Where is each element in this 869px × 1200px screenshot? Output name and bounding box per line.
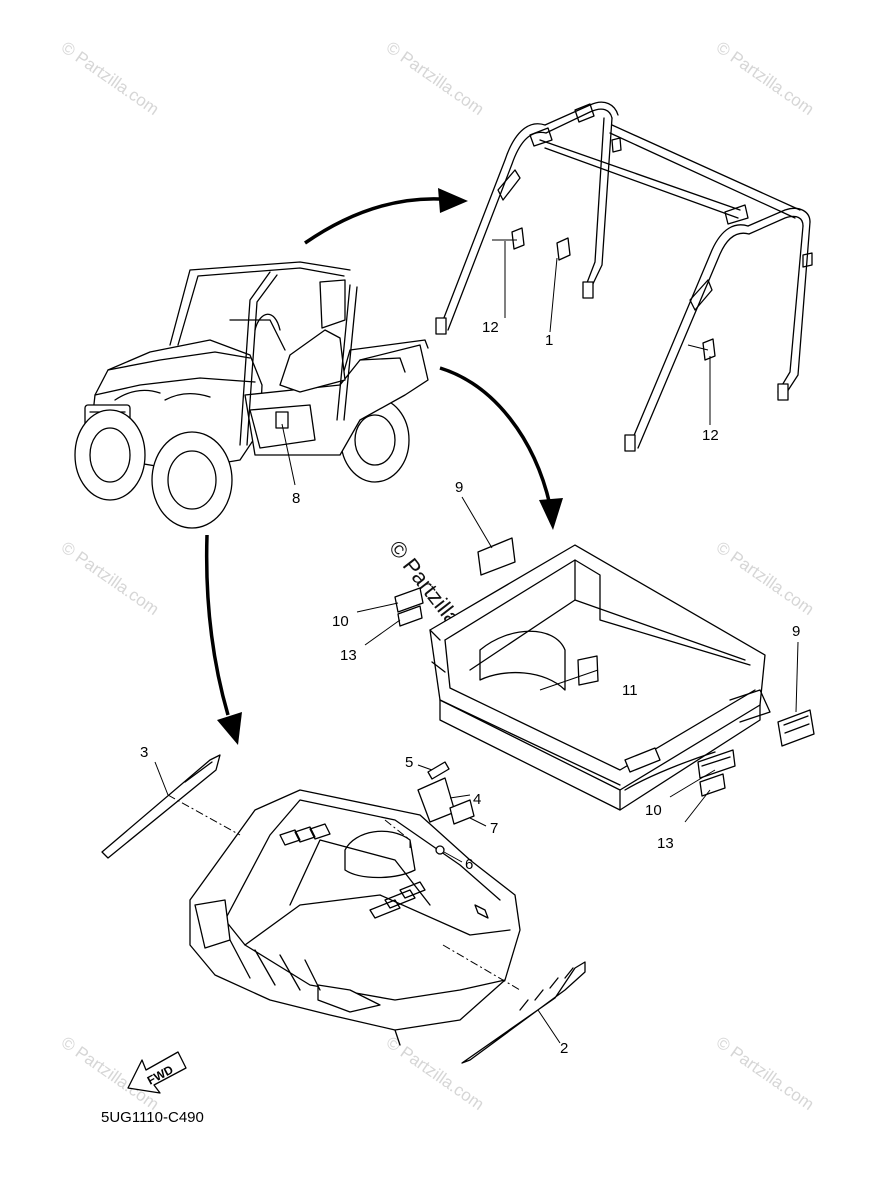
- label-8-sticker: [275, 411, 289, 429]
- label-13a-sticker: [397, 605, 423, 627]
- part-5-fastener: [427, 761, 450, 780]
- diagram-code: 5UG1110-C490: [101, 1109, 204, 1126]
- callout-4: 4: [473, 791, 481, 808]
- callout-2: 2: [560, 1040, 568, 1057]
- part-6-grommet: [435, 845, 445, 855]
- callout-9-bed-right: 9: [792, 623, 800, 640]
- callout-1: 1: [545, 332, 553, 349]
- label-2-stripe: [461, 961, 586, 1064]
- cargo-bed: [394, 537, 815, 811]
- leader-lines: [154, 239, 799, 1044]
- arrow-to-bed-head: [539, 498, 563, 530]
- callout-labels: 12 1 12 8 9 10 13 11 9 10 13 3 5 4 7 6 2: [140, 319, 800, 1057]
- callout-13-bed-left: 13: [340, 647, 357, 664]
- callout-13-bed-right: 13: [657, 835, 674, 852]
- arrow-to-hood: [204, 534, 230, 716]
- watermark-bottom-center: © Partzilla.com: [383, 1033, 488, 1114]
- arrow-to-rollcage: [304, 197, 456, 245]
- label-10a-sticker: [394, 587, 424, 613]
- watermark-top-right: © Partzilla.com: [713, 38, 818, 119]
- roll-cage: [435, 101, 813, 452]
- callout-10-bed-left: 10: [332, 613, 349, 630]
- label-4-sticker: [417, 777, 456, 823]
- label-9a-sticker: [477, 537, 516, 576]
- callout-3: 3: [140, 744, 148, 761]
- callout-5: 5: [405, 754, 413, 771]
- callout-12-rollcage-right: 12: [702, 427, 719, 444]
- watermark-bottom-right: © Partzilla.com: [713, 1033, 818, 1114]
- callout-11: 11: [622, 682, 638, 699]
- callout-8: 8: [292, 490, 300, 507]
- fwd-indicator: FWD: [127, 1051, 187, 1094]
- watermark-mid-right: © Partzilla.com: [713, 538, 818, 619]
- label-12b-sticker: [702, 338, 716, 361]
- callout-12-rollcage-left: 12: [482, 319, 499, 336]
- label-13b-sticker: [699, 773, 726, 797]
- direction-arrows: [204, 188, 563, 745]
- fwd-arrow-icon: [127, 1051, 187, 1094]
- callout-10-bed-right: 10: [645, 802, 662, 819]
- callout-6: 6: [465, 856, 473, 873]
- label-11-sticker: [577, 655, 599, 686]
- watermark-top-center: © Partzilla.com: [383, 38, 488, 119]
- label-12a-sticker: [511, 227, 525, 250]
- watermark-top-left: © Partzilla.com: [58, 38, 163, 119]
- label-1-sticker: [556, 237, 571, 261]
- label-3-stripe: [101, 754, 221, 859]
- front-hood: [101, 754, 586, 1064]
- vehicle-overview: [74, 261, 429, 529]
- label-9b-sticker: [777, 709, 815, 747]
- arrow-to-bed: [439, 366, 552, 506]
- watermark-mid-left: © Partzilla.com: [58, 538, 163, 619]
- label-10b-sticker: [697, 749, 736, 779]
- label-7-sticker: [449, 799, 475, 825]
- arrow-to-hood-head: [217, 712, 242, 745]
- callout-9-bed-top: 9: [455, 479, 463, 496]
- arrow-to-rollcage-head: [438, 188, 468, 213]
- callout-7: 7: [490, 820, 498, 837]
